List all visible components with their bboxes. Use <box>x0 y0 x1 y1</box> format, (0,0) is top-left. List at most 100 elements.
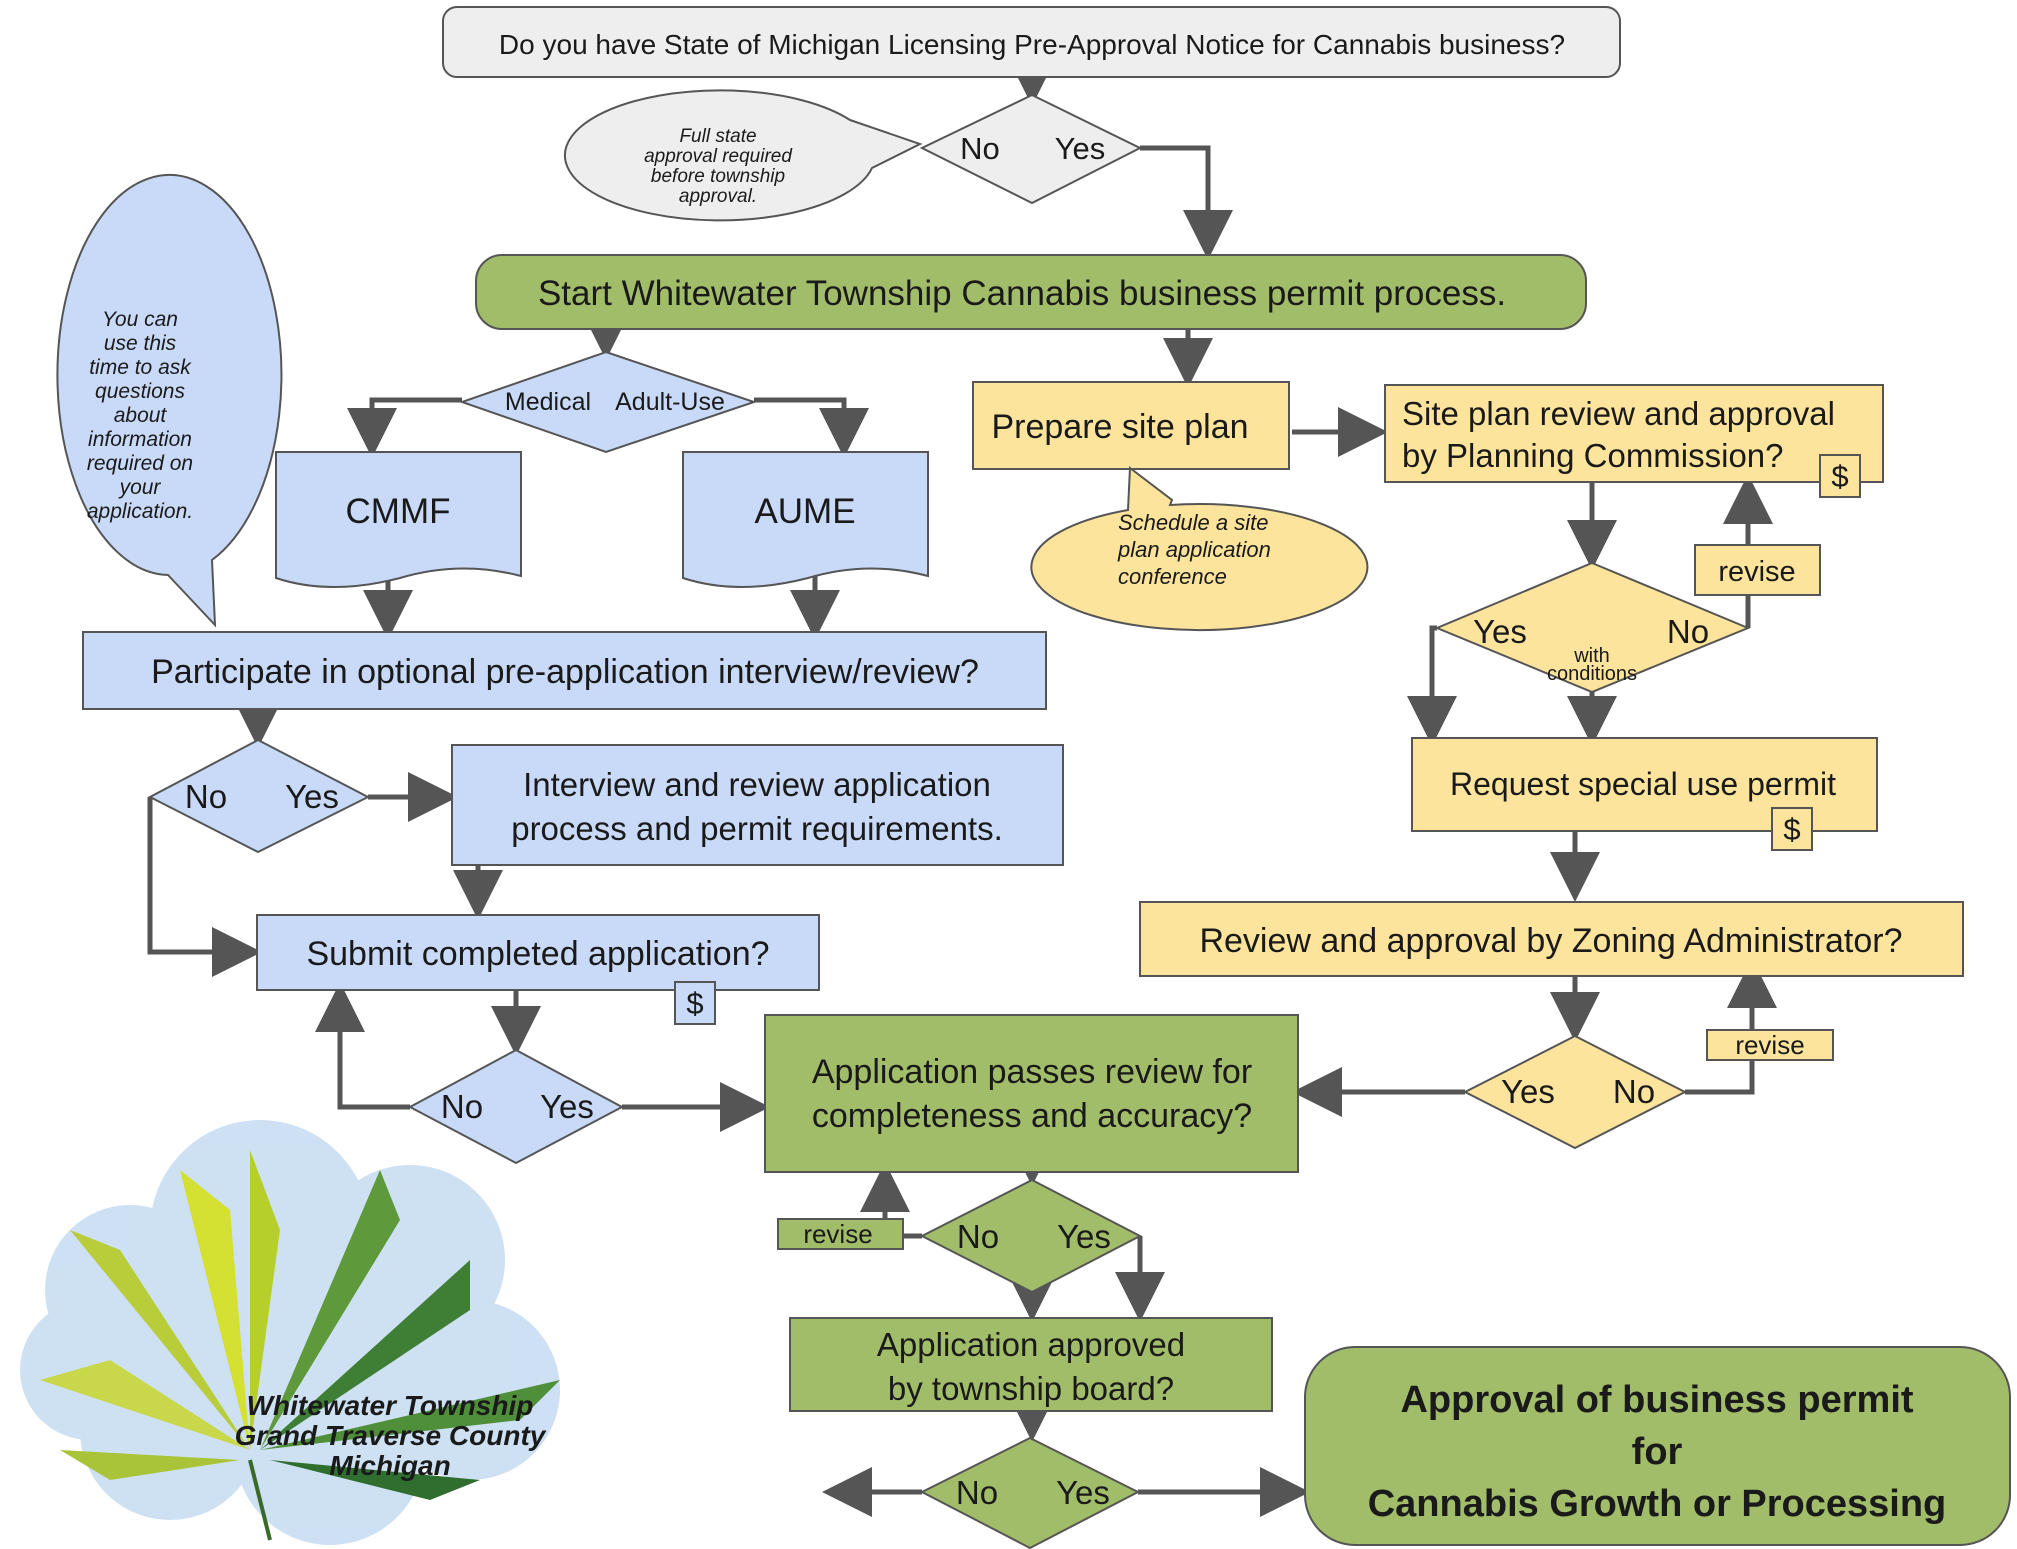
d3-yes-label: Yes <box>540 1088 594 1125</box>
site-plan-conference-callout <box>1030 466 1369 632</box>
licensing-question-label: Do you have State of Michigan Licensing … <box>499 29 1565 60</box>
licensing-question-box <box>442 6 1621 78</box>
callout-ask-line-2: use this <box>104 332 177 355</box>
callout-conf-line-1: Schedule a site <box>1118 510 1268 535</box>
completeness-line-2: completeness and accuracy? <box>812 1097 1252 1135</box>
start-process-box <box>475 254 1587 330</box>
callout-ask-line-4: questions <box>95 380 185 403</box>
site-plan-review-line-1: Site plan review and approval <box>1402 395 1835 432</box>
d5-yes-label: Yes <box>1056 1474 1110 1511</box>
type-adult-label: Adult-Use <box>615 388 725 416</box>
type-medical-label: Medical <box>505 388 591 416</box>
completeness-line-1: Application passes review for <box>812 1053 1252 1091</box>
participate-decision <box>147 738 371 854</box>
cloud-shape <box>20 1120 560 1545</box>
pc-revise-box <box>1694 544 1821 596</box>
callout-conf-line-2: plan application <box>1117 537 1271 562</box>
callout-state-line-2: approval required <box>644 146 793 167</box>
site-plan-review-line-2: by Planning Commission? <box>1402 437 1784 474</box>
arrow-dza-no-revise <box>1685 958 1777 1095</box>
d3-no-label: No <box>441 1088 483 1125</box>
arrow-d1-yes-to-start <box>1140 145 1233 260</box>
dpc-no-label: No <box>1667 613 1709 650</box>
board-line-1: Application approved <box>877 1326 1185 1363</box>
site-plan-fee-badge <box>1819 454 1861 498</box>
callout-ask-line-5: about <box>114 404 168 427</box>
participate-label: Participate in optional pre-application … <box>151 653 979 691</box>
callout-ask-line-9: application. <box>87 500 193 523</box>
license-type-decision <box>458 350 758 454</box>
sup-fee-label: $ <box>1783 812 1800 847</box>
callout-ask-line-8: your <box>118 476 162 499</box>
dpc-with-label: with <box>1573 645 1610 667</box>
sup-fee-badge <box>1771 807 1813 851</box>
d4-no-label: No <box>957 1218 999 1255</box>
callout-state-line-3: before township <box>651 166 785 187</box>
callout-state-line-4: approval. <box>679 186 757 207</box>
zoning-review-box <box>1139 901 1964 977</box>
zoning-review-label: Review and approval by Zoning Administra… <box>1199 922 1902 960</box>
arrow-dpc-yes-left <box>1407 625 1457 746</box>
za-revise-label: revise <box>1735 1030 1804 1060</box>
board-approval-box <box>789 1317 1273 1412</box>
submit-fee-label: $ <box>686 986 703 1021</box>
dza-no-label: No <box>1613 1073 1655 1110</box>
licensing-decision <box>919 93 1143 205</box>
aume-document <box>682 451 929 588</box>
final-line-1: Approval of business permit <box>1400 1379 1913 1421</box>
arrow-type-to-aume <box>754 397 869 458</box>
arrow-type-to-cmmf <box>347 397 462 458</box>
d2-yes-label: Yes <box>285 778 339 815</box>
interview-box <box>451 744 1064 866</box>
state-approval-callout <box>563 89 923 222</box>
site-plan-fee-label: $ <box>1831 459 1848 494</box>
callout-ask-line-1: You can <box>102 308 178 331</box>
callout-conf-line-3: conference <box>1118 564 1227 589</box>
za-revise-box <box>1706 1029 1834 1061</box>
completeness-revise-box <box>777 1218 904 1250</box>
start-process-label: Start Whitewater Township Cannabis busin… <box>538 274 1506 313</box>
d1-yes-label: Yes <box>1055 131 1106 166</box>
submit-decision <box>407 1048 625 1165</box>
d4-yes-label: Yes <box>1057 1218 1111 1255</box>
d5-no-label: No <box>956 1474 998 1511</box>
cmmf-label: CMMF <box>346 492 451 531</box>
submit-box <box>256 914 820 991</box>
completeness-revise-label: revise <box>803 1219 872 1249</box>
dpc-conditions-label: conditions <box>1547 663 1637 685</box>
cmmf-document <box>275 451 522 588</box>
d1-no-label: No <box>960 131 1000 166</box>
dpc-yes-label: Yes <box>1473 613 1527 650</box>
submit-label: Submit completed application? <box>306 935 769 973</box>
callout-ask-line-3: time to ask <box>89 356 192 379</box>
arrow-d3-no-to-submit <box>315 982 410 1110</box>
board-decision <box>919 1436 1141 1549</box>
final-line-3: Cannabis Growth or Processing <box>1368 1483 1947 1525</box>
township-logo: Whitewater Township Grand Traverse Count… <box>20 1120 560 1545</box>
d2-no-label: No <box>185 778 227 815</box>
interview-line-2: process and permit requirements. <box>511 810 1003 847</box>
participate-box <box>82 631 1047 710</box>
callout-state-line-1: Full state <box>679 126 756 147</box>
ask-questions-callout <box>56 174 283 628</box>
logo-line-2: Grand Traverse County <box>235 1420 547 1451</box>
logo-line-1: Whitewater Township <box>247 1390 534 1421</box>
callout-ask-line-6: information <box>88 428 192 451</box>
logo-line-3: Michigan <box>329 1450 450 1481</box>
zoning-decision <box>1462 1034 1688 1150</box>
aume-label: AUME <box>754 492 855 531</box>
callout-ask-line-7: required on <box>87 452 193 475</box>
pc-revise-label: revise <box>1718 556 1795 588</box>
interview-line-1: Interview and review application <box>523 766 991 803</box>
completeness-review-box <box>764 1014 1299 1173</box>
special-use-permit-label: Request special use permit <box>1450 766 1836 802</box>
prepare-site-plan-box <box>972 381 1290 470</box>
completeness-decision <box>919 1178 1143 1294</box>
submit-fee-badge <box>674 981 716 1025</box>
planning-commission-decision <box>1434 561 1751 694</box>
site-plan-review-box <box>1384 384 1884 483</box>
arrow-d2-no-to-submit <box>147 797 262 977</box>
cannabis-leaf-icon <box>40 1150 560 1541</box>
board-line-2: by township board? <box>888 1370 1174 1407</box>
